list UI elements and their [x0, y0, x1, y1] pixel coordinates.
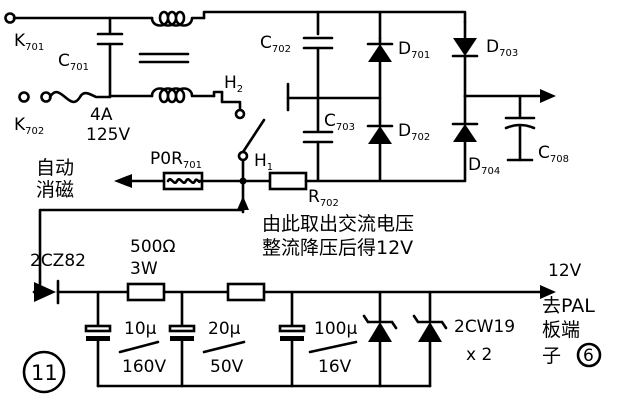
label-zener-type: 2CW19: [454, 317, 515, 337]
figure-number-circle: [22, 350, 66, 394]
label-r702: R702: [308, 187, 339, 209]
label-out-dest-3: 子: [542, 345, 561, 367]
label-por701: P0R701: [150, 149, 202, 171]
label-k702: K702: [14, 115, 44, 137]
low-voltage-supply: [32, 279, 556, 388]
zener-1: [368, 322, 392, 342]
wire-main-top: [202, 10, 467, 24]
cap-10u-plate-neg: [86, 336, 110, 341]
degauss-arrow: [114, 174, 132, 188]
label-auto-degauss-2: 消磁: [36, 179, 74, 201]
diode-d703: [453, 38, 477, 56]
cap-20u-plate-neg: [170, 336, 194, 341]
label-c702: C702: [260, 33, 291, 55]
label-res-value: 500Ω: [130, 237, 175, 257]
component-labels: K701 K702 C701 4A 125V H2 H1 P0R701 R702…: [14, 31, 602, 394]
label-zener-count: x 2: [466, 345, 492, 365]
label-fuse-current: 4A: [90, 105, 113, 125]
label-cap1-voltage: 160V: [122, 357, 166, 377]
dc-out-arrow: [540, 89, 556, 103]
label-c701: C701: [58, 51, 89, 73]
tap-arrow: [237, 196, 249, 210]
figure-number: 11: [31, 361, 58, 385]
label-c703: C703: [324, 111, 355, 133]
line-filter-choke: [138, 10, 216, 104]
label-cap2-value: 20μ: [208, 319, 241, 339]
label-d702: D702: [398, 121, 430, 143]
note-line-1: 由此取出交流电压: [262, 213, 414, 235]
cap-100u-plate-neg: [280, 336, 304, 341]
terminal-6-circle: [576, 342, 602, 368]
label-res-power: 3W: [130, 259, 158, 279]
rail-12v-arrow: [540, 285, 556, 299]
cap-10u-plate-pos: [84, 324, 112, 333]
label-k701: K701: [14, 31, 44, 53]
rectifier-bridge: [286, 20, 556, 182]
resistor-r702: [268, 171, 308, 191]
diode-d702: [368, 126, 392, 144]
label-cap1-value: 10μ: [124, 319, 157, 339]
label-out-dest-2: 板端: [542, 319, 580, 341]
label-2cz82: 2CZ82: [30, 251, 86, 271]
label-out-terminal: 6: [583, 346, 594, 366]
label-fuse-voltage: 125V: [86, 125, 130, 145]
label-h1: H1: [254, 151, 273, 173]
label-auto-degauss-1: 自动: [36, 157, 74, 179]
label-cap2-voltage: 50V: [210, 357, 244, 377]
switch-arm[interactable]: [241, 118, 266, 154]
note-line-2: 整流降压后得12V: [262, 237, 413, 259]
zener-2: [418, 322, 442, 342]
h2-contact: [234, 108, 246, 120]
label-cap3-value: 100μ: [314, 319, 357, 339]
cap-20u-plate-pos: [168, 324, 196, 333]
label-d704: D704: [468, 155, 500, 177]
label-cap3-voltage: 16V: [318, 357, 352, 377]
degauss-line: [38, 171, 467, 284]
fuse-4a: [48, 90, 112, 104]
mains-input-section: [4, 10, 467, 183]
label-c708: C708: [538, 143, 569, 165]
terminal-k702: [18, 91, 30, 103]
cap-100u-plate-pos: [278, 324, 306, 333]
cap-c708-plate-bottom: [504, 123, 536, 130]
diode-d704: [453, 124, 477, 142]
label-h2: H2: [224, 73, 243, 95]
resistor-2: [226, 282, 266, 302]
label-out-dest-1: 去PAL: [542, 295, 595, 317]
label-d701: D701: [398, 39, 430, 61]
label-d703: D703: [486, 37, 518, 59]
label-out-voltage: 12V: [548, 261, 582, 281]
diode-d701: [368, 44, 392, 62]
resistor-500: [126, 282, 166, 302]
wire-k701-top: [12, 16, 112, 34]
